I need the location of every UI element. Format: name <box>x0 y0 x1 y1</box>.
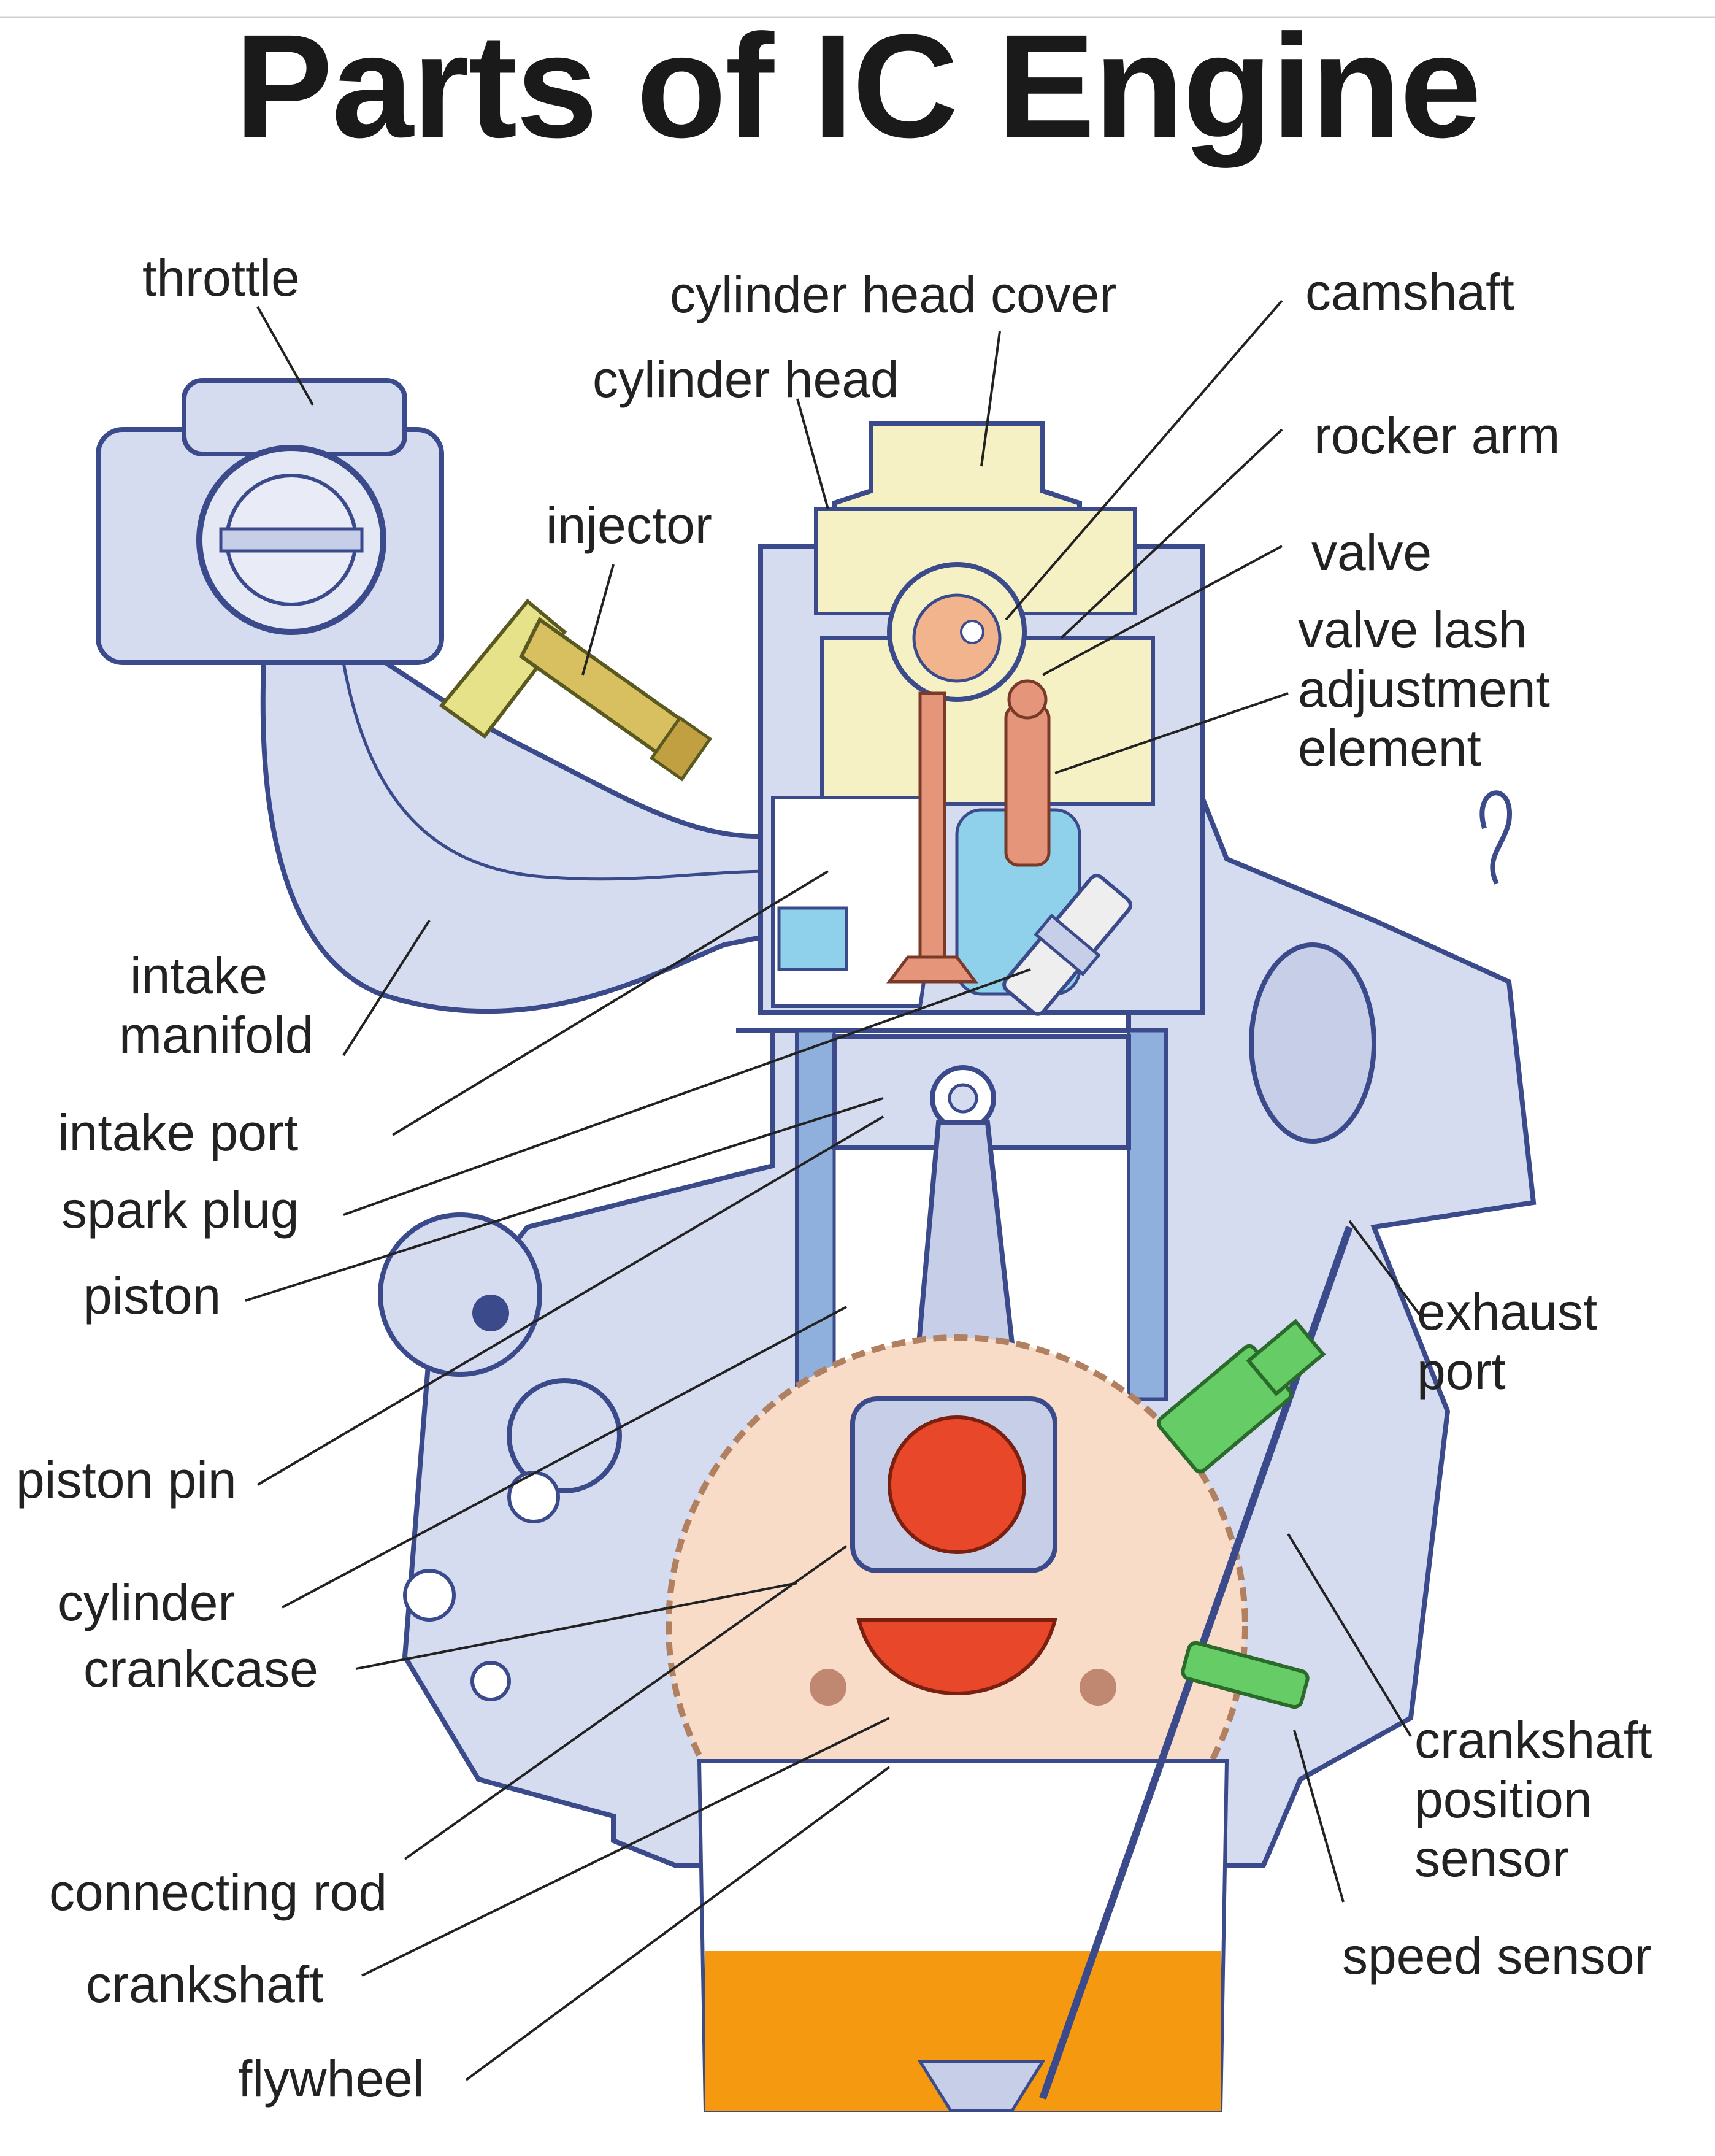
label-crankshaft-position-sensor-line-3: sensor <box>1414 1830 1570 1888</box>
spark-plug-shape <box>1002 874 1132 1016</box>
label-intake-manifold-line-1: intake <box>130 947 268 1004</box>
label-intake-port: intake port <box>58 1104 299 1161</box>
leader-lines <box>245 299 1424 2081</box>
label-intake-manifold-line-2: manifold <box>119 1006 314 1064</box>
crankshaft-counterweight <box>856 1618 1057 1695</box>
label-crankshaft: crankshaft <box>86 1955 324 2013</box>
label-crankshaft-position-sensor: crankshaft position sensor <box>1414 1711 1652 1888</box>
label-valve-lash-adjustment-element: valve lash adjustment element <box>1298 600 1550 778</box>
label-injector: injector <box>546 496 712 554</box>
speed-sensor-shape <box>1181 1641 1310 1709</box>
label-crankshaft-position-sensor-line-1: crankshaft <box>1414 1711 1652 1769</box>
label-piston: piston <box>83 1267 221 1325</box>
page-title: Parts of IC Engine <box>234 4 1482 168</box>
injector-shape <box>439 598 712 782</box>
label-crankcase: crankcase <box>83 1640 318 1698</box>
label-piston-pin: piston pin <box>16 1451 237 1509</box>
label-flywheel: flywheel <box>238 2050 424 2108</box>
crankshaft-position-sensor-shape <box>1156 1319 1326 1474</box>
label-throttle: throttle <box>142 249 300 307</box>
exhaust-port-shape <box>1249 942 1376 1144</box>
label-speed-sensor: speed sensor <box>1342 1927 1652 1985</box>
label-rocker-arm: rocker arm <box>1314 407 1560 464</box>
crank-pin-shape <box>888 1415 1026 1554</box>
label-cylinder-head: cylinder head <box>593 350 899 408</box>
label-cylinder: cylinder <box>58 1574 236 1631</box>
label-valve: valve <box>1311 523 1432 581</box>
label-exhaust-port-line-2: port <box>1417 1342 1506 1400</box>
valve-lash-element-shape <box>1004 704 1051 867</box>
label-exhaust-port: exhaust port <box>1417 1282 1597 1401</box>
label-crankshaft-position-sensor-line-2: position <box>1414 1770 1592 1828</box>
label-valve-lash-line-1: valve lash <box>1298 601 1527 658</box>
label-valve-lash-line-2: adjustment <box>1298 660 1550 718</box>
label-valve-lash-line-3: element <box>1298 719 1481 777</box>
label-exhaust-port-line-1: exhaust <box>1417 1283 1598 1341</box>
label-camshaft: camshaft <box>1305 263 1514 321</box>
label-spark-plug: spark plug <box>61 1181 299 1239</box>
label-intake-manifold: intake manifold <box>119 946 314 1065</box>
timing-pulley <box>378 1212 542 1377</box>
valve-stem <box>918 691 946 965</box>
intake-manifold-shape <box>260 635 788 1014</box>
label-connecting-rod: connecting rod <box>49 1863 388 1921</box>
label-cylinder-head-cover: cylinder head cover <box>670 266 1117 323</box>
